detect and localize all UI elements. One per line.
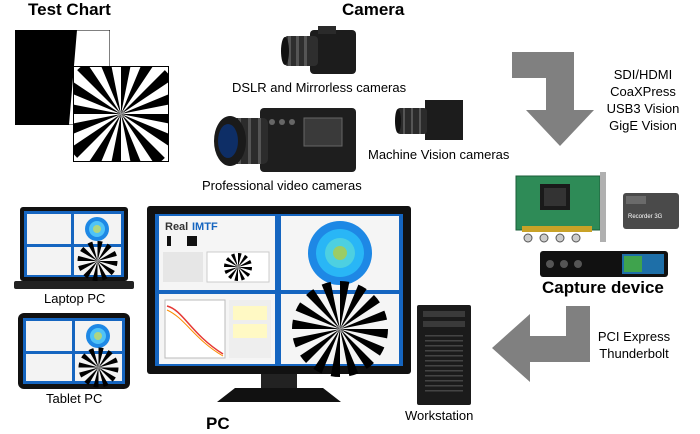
app-logo-mtf: IMTF [192, 221, 218, 233]
camera-title: Camera [342, 0, 405, 19]
star-wedge [340, 329, 385, 356]
interface-item: USB3 Vision [606, 101, 680, 116]
test-chart-title: Test Chart [28, 0, 111, 19]
capture-device-title: Capture device [542, 278, 664, 297]
star-wedge [340, 281, 350, 329]
star-wedge [77, 66, 121, 114]
star-wedge [224, 267, 238, 274]
star-wedge [121, 114, 165, 162]
laptop-pc [14, 207, 134, 291]
star-wedge [225, 257, 238, 267]
star-wedge [313, 329, 340, 374]
workstation-caption: Workstation [405, 408, 474, 423]
star-wedge [330, 329, 340, 377]
pc-interface-list: PCI Express Thunderbolt [590, 328, 678, 362]
star-wedge [73, 114, 121, 158]
star-wedge [340, 329, 388, 339]
pc-title: PC [206, 414, 230, 433]
tablet-caption: Tablet PC [46, 391, 103, 406]
star-wedge [98, 357, 118, 368]
star-wedge [224, 263, 238, 267]
star-wedge [340, 284, 367, 329]
star-wedge [340, 310, 388, 329]
recorder-label: Recorder 3G [628, 214, 663, 220]
star-wedge [295, 302, 340, 329]
laptop-icon [14, 207, 134, 289]
star-wedge [238, 254, 248, 267]
star-wedge [81, 353, 99, 368]
interface-item: PCI Express [597, 329, 671, 344]
siemens-star-target [73, 66, 169, 162]
capture-to-pc-arrow [492, 306, 590, 382]
interface-item: Thunderbolt [599, 346, 669, 361]
star-wedge [98, 367, 109, 387]
star-wedge [97, 241, 103, 261]
star-wedge [238, 253, 242, 267]
star-wedge [238, 267, 251, 277]
machine-vision-camera-icon [395, 100, 463, 140]
star-wedge [300, 329, 340, 363]
star-wedge [306, 289, 340, 329]
star-wedge [84, 367, 99, 385]
star-wedge [83, 261, 98, 279]
app-logo-real: Real [165, 221, 188, 233]
star-wedge [73, 104, 121, 114]
star-wedge [98, 367, 119, 373]
machine-vision-caption: Machine Vision cameras [368, 147, 510, 162]
recorder-device-icon: Recorder 3G [623, 193, 679, 229]
dslr-caption: DSLR and Mirrorless cameras [232, 80, 407, 95]
star-wedge [340, 295, 380, 329]
star-wedge [87, 241, 98, 261]
thunderbolt-capture-box-icon [540, 251, 668, 277]
desktop-monitor: Real IMTF [147, 206, 411, 402]
star-wedge [228, 267, 238, 280]
workstation-tower-icon [417, 305, 471, 405]
camera-interface-list: SDI/HDMI CoaXPress USB3 Vision GigE Visi… [603, 66, 683, 134]
star-wedge [292, 319, 340, 329]
pro-video-caption: Professional video cameras [202, 178, 362, 193]
star-wedge [78, 362, 99, 368]
star-wedge [98, 350, 113, 368]
star-wedge [77, 255, 98, 261]
interface-item: CoaXPress [610, 84, 676, 99]
star-wedge [321, 281, 340, 329]
star-wedge [80, 246, 98, 261]
interface-item: GigE Vision [609, 118, 677, 133]
dslr-camera-icon [281, 26, 356, 74]
star-wedge [93, 367, 99, 388]
star-wedge [340, 329, 359, 377]
camera-to-capture-arrow [512, 52, 594, 146]
star-wedge [78, 261, 98, 271]
star-wedge [238, 260, 252, 267]
star-wedge [111, 114, 121, 162]
star-wedge [97, 243, 112, 261]
star-wedge [340, 329, 374, 369]
star-wedge [121, 114, 169, 124]
star-wedge [98, 347, 104, 368]
tablet-icon [18, 313, 130, 389]
star-wedge [121, 70, 169, 114]
star-wedge [97, 261, 108, 281]
star-wedge [238, 267, 245, 281]
star-wedge [97, 261, 115, 276]
star-wedge [234, 267, 238, 281]
star-wedge [88, 348, 99, 368]
star-wedge [79, 367, 99, 378]
star-wedge [97, 251, 117, 261]
star-wedge [97, 261, 118, 267]
star-wedge [92, 261, 98, 281]
laptop-caption: Laptop PC [44, 291, 106, 306]
interface-item: SDI/HDMI [613, 67, 673, 82]
capture-card-icon [515, 172, 606, 243]
star-wedge [98, 367, 116, 382]
star-wedge [238, 267, 252, 271]
video-camera-icon [214, 108, 356, 172]
star-wedge [292, 329, 340, 348]
star-wedge [231, 253, 238, 267]
